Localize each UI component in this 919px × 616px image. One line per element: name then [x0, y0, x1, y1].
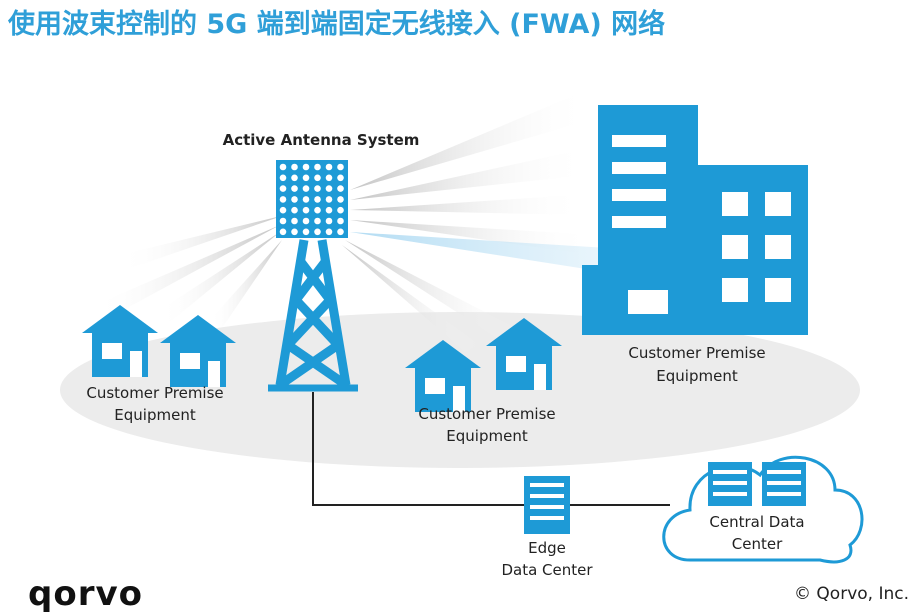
qorvo-logo: qorvo: [28, 574, 143, 614]
cpe-middle-label-line2: Equipment: [446, 427, 528, 445]
edge-dc-label-line1: Edge: [528, 539, 566, 557]
antenna-panel-icon: [276, 160, 348, 238]
house-icon: [486, 318, 562, 390]
cpe-left-label-line2: Equipment: [114, 406, 196, 424]
office-building-icon: [582, 105, 808, 335]
cpe-right-label-line2: Equipment: [656, 367, 738, 385]
antenna-element-dot: [302, 217, 310, 225]
antenna-element-dot: [302, 174, 310, 182]
antenna-element-dot: [302, 163, 310, 171]
central-dc-label-line1: Central Data: [709, 513, 804, 531]
antenna-element-dot: [314, 196, 321, 203]
antenna-element-dot: [302, 228, 310, 236]
antenna-element-dot: [314, 217, 321, 225]
house-icon: [82, 305, 158, 377]
antenna-element-dot: [314, 185, 321, 192]
central-dc-label-line2: Center: [732, 535, 783, 553]
antenna-element-dot: [325, 196, 333, 203]
edge-server-icon: [524, 476, 570, 534]
antenna-element-dot: [302, 185, 310, 192]
cpe-right-label-line1: Customer Premise: [628, 344, 765, 362]
page-title: 使用波束控制的 5G 端到端固定无线接入 (FWA) 网络: [8, 9, 666, 40]
cpe-middle-label-line1: Customer Premise: [418, 405, 555, 423]
antenna-element-dot: [314, 206, 321, 214]
connection-lines: [312, 392, 670, 506]
house-icon: [405, 340, 481, 412]
antenna-element-dot: [337, 206, 344, 214]
antenna-element-dot: [291, 163, 298, 171]
house-icon: [160, 315, 236, 387]
antenna-element-dot: [325, 185, 333, 192]
antenna-element-dot: [279, 206, 287, 214]
antenna-element-dot: [279, 228, 287, 236]
antenna-element-dot: [325, 163, 333, 171]
antenna-element-dot: [291, 196, 298, 203]
antenna-element-dot: [279, 163, 287, 171]
tower-icon: [268, 239, 358, 392]
antenna-element-dot: [337, 196, 344, 203]
antenna-element-dot: [279, 217, 287, 225]
antenna-element-dot: [337, 174, 344, 182]
antenna-label: Active Antenna System: [223, 131, 420, 149]
antenna-element-dot: [279, 196, 287, 203]
antenna-element-dot: [291, 228, 298, 236]
cpe-left-label-line1: Customer Premise: [86, 384, 223, 402]
antenna-element-dot: [302, 206, 310, 214]
antenna-element-dot: [325, 228, 333, 236]
antenna-element-dot: [291, 206, 298, 214]
antenna-element-dot: [314, 174, 321, 182]
antenna-element-dot: [337, 185, 344, 192]
antenna-element-dot: [325, 217, 333, 225]
antenna-element-dot: [291, 174, 298, 182]
antenna-element-dot: [325, 174, 333, 182]
antenna-element-dot: [337, 217, 344, 225]
antenna-element-dot: [337, 163, 344, 171]
antenna-element-dot: [279, 174, 287, 182]
antenna-element-dot: [291, 217, 298, 225]
cloud-icon: [662, 455, 864, 564]
antenna-element-dot: [302, 196, 310, 203]
antenna-element-dot: [337, 228, 344, 236]
edge-dc-label-line2: Data Center: [501, 561, 593, 579]
antenna-element-dot: [279, 185, 287, 192]
copyright-text: © Qorvo, Inc.: [794, 584, 909, 604]
antenna-element-dot: [325, 206, 333, 214]
antenna-element-dot: [314, 228, 321, 236]
antenna-element-dot: [291, 185, 298, 192]
antenna-element-dot: [314, 163, 321, 171]
beams-left: [95, 215, 285, 328]
